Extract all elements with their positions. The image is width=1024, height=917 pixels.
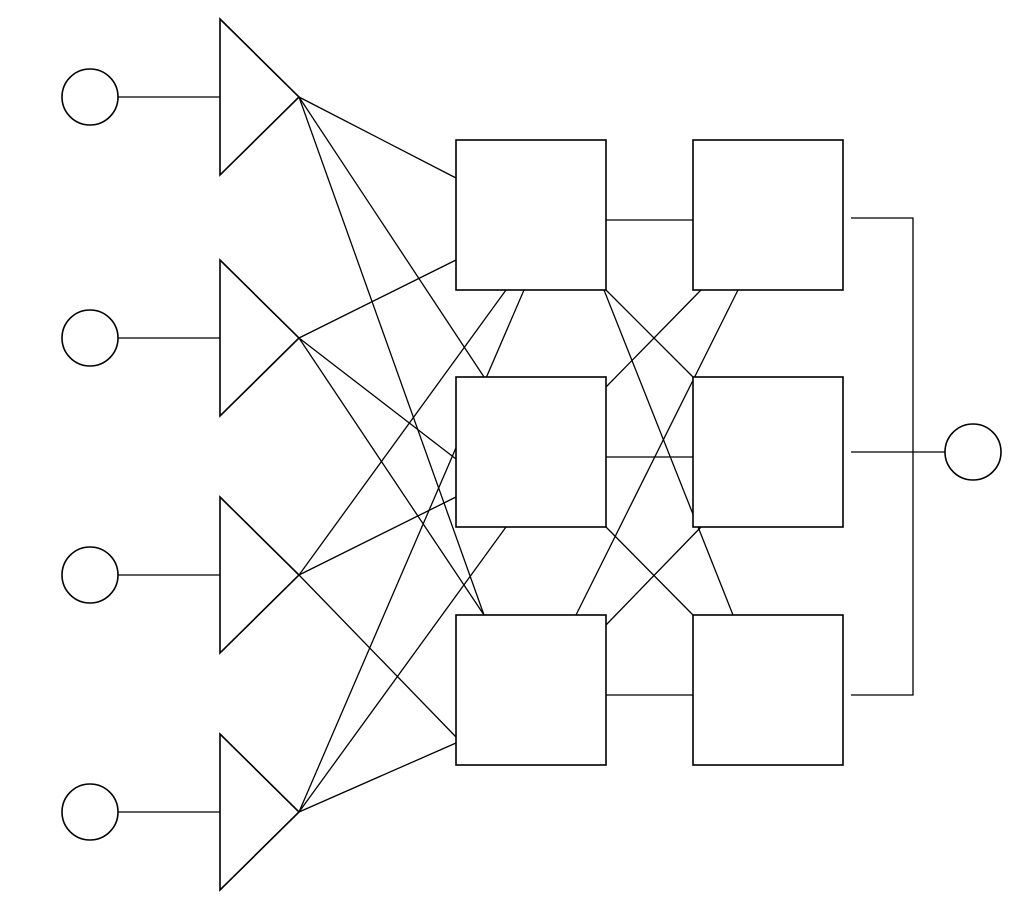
layer2-wire <box>603 289 734 616</box>
input-node-circle <box>61 546 119 604</box>
input-node-circle <box>61 309 119 367</box>
output-wire <box>851 217 914 452</box>
layer2-box <box>692 139 844 291</box>
layer1-wire <box>298 574 457 738</box>
layer1-wire <box>298 289 507 576</box>
layer1-box <box>455 376 607 528</box>
layer1-wire <box>298 496 457 576</box>
output-wire <box>851 452 914 696</box>
layer2-box <box>692 614 844 766</box>
layer1-wire <box>298 742 457 813</box>
diagram-nodes <box>61 17 1002 892</box>
layer2-wire <box>605 289 694 378</box>
layer1-wire <box>298 96 485 378</box>
layer1-wire <box>298 96 457 179</box>
layer2-box <box>692 376 844 528</box>
layer2-wire <box>605 289 702 388</box>
amplifier-triangle <box>219 258 301 418</box>
layer1-wire <box>298 337 457 460</box>
layer2-wire <box>605 526 702 626</box>
layer1-wire <box>298 96 485 616</box>
amplifier-triangle <box>219 732 301 892</box>
layer2-wire <box>575 289 739 616</box>
amplifier-triangle <box>219 17 301 177</box>
layer1-box <box>455 139 607 291</box>
output-node-circle <box>944 423 1002 481</box>
layer1-wire <box>298 526 507 813</box>
layer1-box <box>455 614 607 766</box>
input-node-circle <box>61 783 119 841</box>
layer1-wire <box>298 337 485 616</box>
input-node-circle <box>61 68 119 126</box>
layer2-wire <box>605 526 694 616</box>
amplifier-triangle <box>219 495 301 655</box>
layer1-wire <box>298 259 457 339</box>
